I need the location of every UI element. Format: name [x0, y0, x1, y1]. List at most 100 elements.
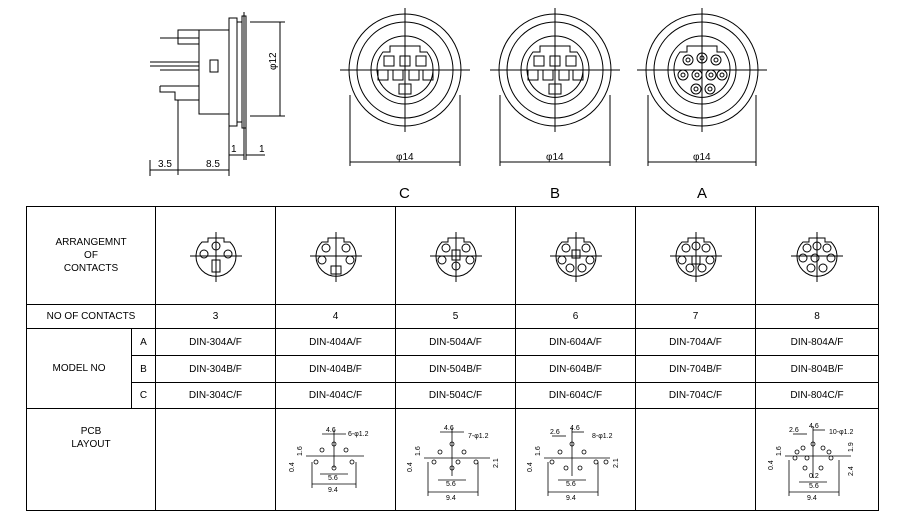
contacts-value: 6: [515, 304, 636, 329]
pcb-dim: 4.6: [326, 427, 336, 434]
pcb-dim: 0.4: [768, 460, 775, 470]
row-pcb: PCB LAYOUT 4.6 6-φ1.2 1.6 0.4 5.6 9.4: [26, 408, 879, 511]
row-arrangement: ARRANGEMNT OF CONTACTS: [26, 206, 879, 305]
front-view-c: [340, 8, 470, 166]
pcb-dim: 8-φ1.2: [592, 433, 613, 440]
arrangement-5: [395, 206, 516, 305]
model-cell: DIN-804B/F: [755, 355, 879, 383]
arrangement-8: [755, 206, 879, 305]
dim-c: φ14: [396, 152, 414, 163]
pcb-dim: 2.6: [550, 429, 560, 436]
model-cell: DIN-804C/F: [755, 382, 879, 409]
view-label-b: B: [550, 185, 560, 202]
contacts-value: 7: [635, 304, 756, 329]
spec-table: ARRANGEMNT OF CONTACTS NO OF CONTACTS 3 …: [26, 206, 879, 511]
pcb-layout-6: 2.6 4.6 8-φ1.2 1.6 0.4 2.1 5.6 9.4: [527, 425, 620, 502]
model-cell: DIN-604C/F: [515, 382, 636, 409]
technical-drawing: φ12 3.5 8.5 1 1 φ14 C: [149, 8, 767, 202]
dim-a: φ14: [693, 152, 711, 163]
row-contacts: NO OF CONTACTS 3 4 5 6 7 8: [26, 304, 879, 329]
arrangement-3: [155, 206, 276, 305]
contact-diagram-4: [309, 231, 362, 282]
model-cell: DIN-704C/F: [635, 382, 756, 409]
contacts-value: 8: [755, 304, 879, 329]
pcb-dim: 4.6: [570, 425, 580, 432]
arrangement-4: [275, 206, 396, 305]
contact-diagram-7: [669, 231, 722, 282]
label-line: OF: [84, 250, 98, 261]
pcb-dim: 4.6: [444, 425, 454, 432]
pcb-dim: 5.6: [809, 483, 819, 490]
model-cell: DIN-304C/F: [155, 382, 276, 409]
row-model-c: C DIN-304C/F DIN-404C/F DIN-504C/F DIN-6…: [27, 382, 879, 409]
label-line: PCB: [80, 426, 102, 437]
contacts-value: 4: [275, 304, 396, 329]
pcb-dim: 7-φ1.2: [468, 433, 489, 440]
model-cell: DIN-404B/F: [275, 355, 396, 383]
pcb-dim: 5.6: [446, 481, 456, 488]
model-cell: DIN-304B/F: [155, 355, 276, 383]
side-view: [149, 12, 285, 176]
dim-1-right: 1: [259, 144, 265, 155]
pcb-dim: 0.4: [527, 462, 534, 472]
model-cell: DIN-704A/F: [635, 328, 756, 356]
pcb-dim: 1.6: [297, 446, 304, 456]
dim-3-5: 3.5: [158, 159, 172, 170]
variant-letter: B: [131, 355, 156, 383]
pcb-dim: 2.1: [493, 458, 500, 468]
pcb-dim: 0.2: [809, 473, 819, 480]
pcb-dim: 10-φ1.2: [829, 429, 853, 436]
pcb-dim: 1.6: [776, 446, 783, 456]
pcb-dim: 5.6: [566, 481, 576, 488]
arrangement-6: [515, 206, 636, 305]
pcb-dim: 6-φ1.2: [348, 431, 369, 438]
dim-height: φ12: [268, 52, 279, 70]
pcb-dim: 2.1: [613, 458, 620, 468]
model-cell: DIN-604A/F: [515, 328, 636, 356]
pcb-cell-empty: [155, 408, 276, 511]
row-model-b: B DIN-304B/F DIN-404B/F DIN-504B/F DIN-6…: [27, 355, 879, 383]
view-label-c: C: [399, 185, 410, 202]
pcb-dim: 9.4: [328, 487, 338, 494]
pcb-layout-5: 4.6 7-φ1.2 1.6 0.4 2.1 5.6 9.4: [407, 425, 500, 502]
model-cell: DIN-804A/F: [755, 328, 879, 356]
contact-diagram-8: [791, 231, 843, 282]
pcb-dim: 2.4: [848, 466, 855, 476]
contacts-label: NO OF CONTACTS: [26, 304, 156, 329]
pcb-label: PCB LAYOUT: [26, 408, 156, 511]
pcb-dim: 0.4: [407, 462, 414, 472]
contacts-value: 5: [395, 304, 516, 329]
model-cell: DIN-604B/F: [515, 355, 636, 383]
arrangement-label: ARRANGEMNT OF CONTACTS: [26, 206, 156, 305]
contacts-value: 3: [155, 304, 276, 329]
dim-b: φ14: [546, 152, 564, 163]
pcb-dim: 5.6: [328, 475, 338, 482]
label-line: ARRANGEMNT: [55, 237, 127, 248]
pcb-cell-empty: [635, 408, 756, 511]
pcb-dim: 9.4: [807, 495, 817, 502]
pcb-dim: 0.4: [289, 462, 296, 472]
variant-letter: C: [131, 382, 156, 409]
pcb-layout-8: 2.6 4.6 10-φ1.2 1.6 0.4 1.9 2.4 0.2 5.6 …: [768, 423, 855, 502]
view-label-a: A: [697, 185, 707, 202]
row-model-a: MODEL NO A DIN-304A/F DIN-404A/F DIN-504…: [26, 328, 879, 409]
model-cell: DIN-304A/F: [155, 328, 276, 356]
front-view-a: [637, 8, 767, 166]
contact-diagram-5: [429, 231, 482, 282]
front-view-b: [490, 8, 620, 166]
pcb-dim: 4.6: [809, 423, 819, 430]
model-cell: DIN-504A/F: [395, 328, 516, 356]
model-cell: DIN-404A/F: [275, 328, 396, 356]
pcb-dim: 1.6: [535, 446, 542, 456]
dim-8-5: 8.5: [206, 159, 220, 170]
model-cell: DIN-504B/F: [395, 355, 516, 383]
pcb-cell-8: 2.6 4.6 10-φ1.2 1.6 0.4 1.9 2.4 0.2 5.6 …: [755, 408, 879, 511]
model-cell: DIN-704B/F: [635, 355, 756, 383]
pcb-dim: 1.6: [415, 446, 422, 456]
pcb-cell-5: 4.6 7-φ1.2 1.6 0.4 2.1 5.6 9.4: [395, 408, 516, 511]
contact-diagram-6: [549, 231, 602, 282]
pcb-cell-6: 2.6 4.6 8-φ1.2 1.6 0.4 2.1 5.6 9.4: [515, 408, 636, 511]
pcb-dim: 9.4: [566, 495, 576, 502]
model-label: MODEL NO: [26, 328, 132, 409]
variant-letter: A: [131, 328, 156, 356]
